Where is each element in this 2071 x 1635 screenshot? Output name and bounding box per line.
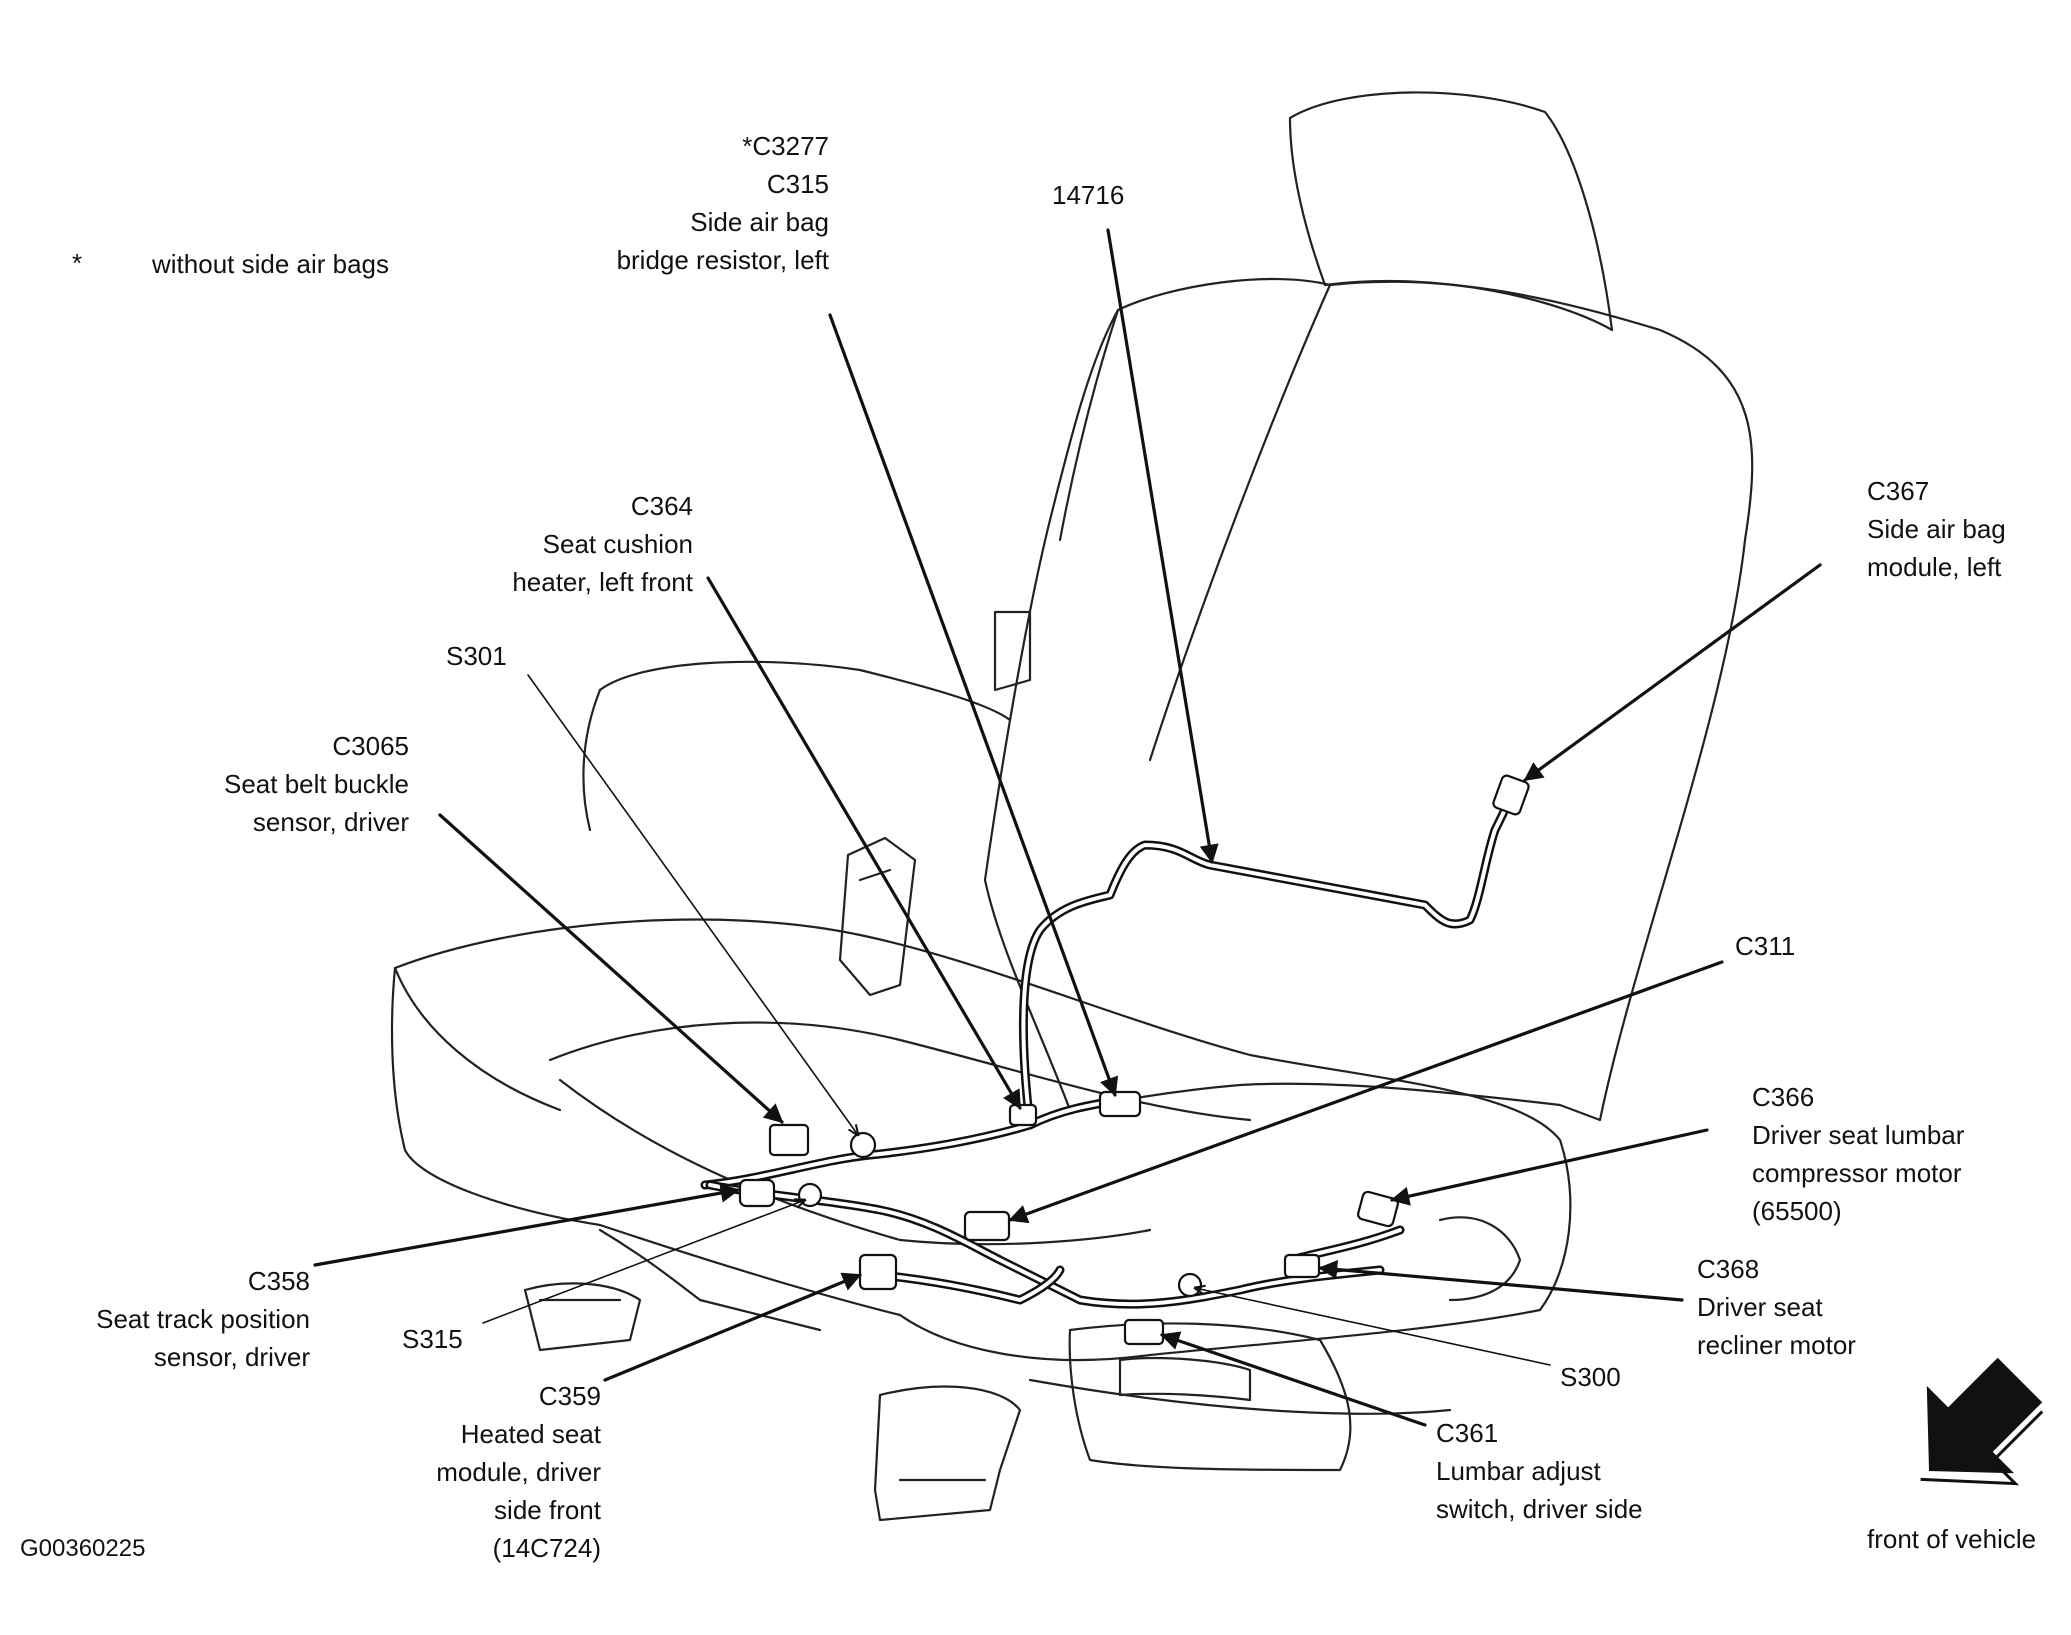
seat-belt-buckle xyxy=(838,836,917,997)
leader-c311 xyxy=(1008,960,1724,1224)
leader-c359 xyxy=(603,1272,862,1382)
connector-c368 xyxy=(1283,1253,1321,1279)
seat-track-left xyxy=(523,1282,642,1352)
leader-s300 xyxy=(1195,1288,1551,1366)
footnote-text: without side air bags xyxy=(152,249,390,279)
leader-c368 xyxy=(1318,1259,1684,1302)
leader-c366 xyxy=(1390,1128,1709,1206)
connector-c3065 xyxy=(768,1123,810,1157)
seat-track-front xyxy=(873,1385,1022,1522)
leader-lines xyxy=(313,228,1822,1427)
leader-c3277 xyxy=(828,313,1119,1097)
label-s301: S301 xyxy=(446,641,507,671)
label-s315: S315 xyxy=(402,1324,463,1354)
wire-harness xyxy=(700,785,1515,1309)
label-14716: 14716 xyxy=(1052,180,1125,210)
label-c311: C311 xyxy=(1735,931,1796,961)
leader-c367 xyxy=(1523,563,1822,782)
leader-c3065 xyxy=(438,813,784,1124)
connector-c366 xyxy=(1357,1190,1399,1228)
label-s300: S300 xyxy=(1560,1362,1621,1392)
seat-backrest xyxy=(983,277,1754,1122)
connector-c3277 xyxy=(1098,1090,1142,1118)
connector-c367 xyxy=(1492,774,1530,816)
connector-c361 xyxy=(1123,1318,1165,1346)
leader-c358 xyxy=(313,1183,740,1267)
figure-id: G00360225 xyxy=(20,1535,146,1562)
connectors xyxy=(738,774,1530,1346)
connector-c311 xyxy=(963,1210,1011,1242)
connector-c359 xyxy=(858,1253,898,1291)
seat-headrest xyxy=(1288,91,1614,332)
splice-s300 xyxy=(1177,1272,1203,1298)
leader-s301 xyxy=(527,674,858,1135)
seat-cushion xyxy=(390,918,1572,1362)
seat-front-trim xyxy=(1068,1322,1352,1472)
leader-c364 xyxy=(706,576,1022,1110)
footnote-symbol: * xyxy=(72,248,83,278)
seat-outline xyxy=(390,91,1754,1522)
seat-side-bolster xyxy=(993,610,1032,692)
leader-c361 xyxy=(1160,1331,1427,1427)
front-of-vehicle-arrow-icon xyxy=(1920,1357,2044,1486)
connector-c364 xyxy=(1008,1103,1038,1127)
splice-s301 xyxy=(849,1131,877,1159)
splice-s315 xyxy=(797,1182,823,1208)
harness-14716 xyxy=(1018,785,1515,1130)
connector-c358 xyxy=(738,1178,776,1208)
leader-s315 xyxy=(482,1200,805,1324)
leader-14716 xyxy=(1106,228,1219,864)
front-of-vehicle-label: front of vehicle xyxy=(1867,1524,2037,1554)
